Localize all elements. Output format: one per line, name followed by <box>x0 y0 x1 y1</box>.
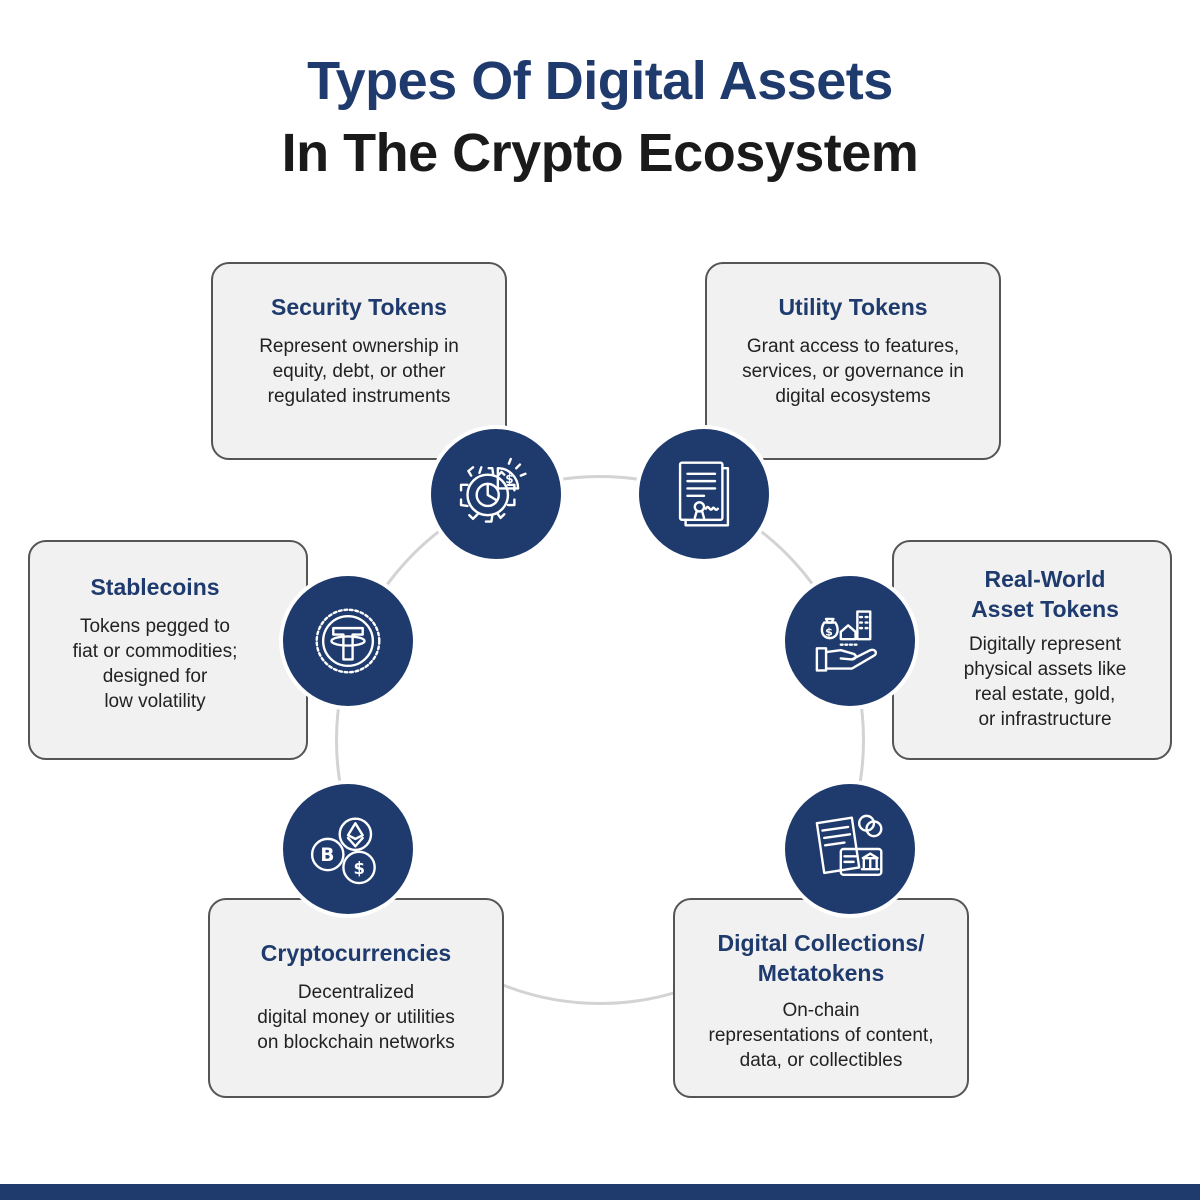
card-description: Represent ownership in equity, debt, or … <box>259 336 459 407</box>
card-description: On-chain representations of content, dat… <box>708 1000 934 1071</box>
card-description: Grant access to features, services, or g… <box>742 336 964 407</box>
card-title: Utility Tokens <box>778 294 928 320</box>
card-security-tokens: Security Tokens Represent ownership in e… <box>211 262 507 460</box>
crypto-coins-icon: B $ <box>310 817 376 885</box>
hand-property-icon: $ <box>815 610 878 672</box>
card-cryptocurrencies: Cryptocurrencies Decentralized digital m… <box>208 898 504 1098</box>
card-title: Real-World Asset Tokens <box>971 566 1119 622</box>
card-title: Cryptocurrencies <box>260 940 452 966</box>
card-real-world-asset-tokens: Real-World Asset Tokens Digitally repres… <box>892 540 1172 760</box>
svg-text:$: $ <box>354 859 366 878</box>
card-description: Decentralized digital money or utilities… <box>257 982 455 1053</box>
svg-text:$: $ <box>825 625 833 638</box>
gear-chart-dollar-icon: $ <box>459 457 527 523</box>
digital-collections-badge <box>781 780 919 918</box>
tether-coin-icon <box>315 608 381 674</box>
security-tokens-badge: $ <box>427 425 565 563</box>
signed-document-icon <box>678 461 730 527</box>
title-line-2: In The Crypto Ecosystem <box>281 123 919 183</box>
card-stablecoins: Stablecoins Tokens pegged to fiat or com… <box>28 540 308 760</box>
card-title: Digital Collections/ Metatokens <box>717 930 925 986</box>
footer-bar <box>0 1184 1200 1200</box>
cryptocurrencies-badge: B $ <box>279 780 417 918</box>
title-line-1: Types Of Digital Assets <box>307 51 893 111</box>
svg-text:B: B <box>320 845 334 866</box>
card-title: Security Tokens <box>271 294 447 320</box>
card-description: Digitally represent physical assets like… <box>963 634 1127 730</box>
card-digital-collections: Digital Collections/ Metatokens On-chain… <box>673 898 969 1098</box>
card-description: Tokens pegged to fiat or commodities; de… <box>72 616 238 712</box>
card-title: Stablecoins <box>90 574 220 600</box>
svg-text:$: $ <box>505 472 513 486</box>
documents-card-icon <box>815 814 883 876</box>
card-utility-tokens: Utility Tokens Grant access to features,… <box>705 262 1001 460</box>
real-world-asset-tokens-badge: $ <box>781 572 919 710</box>
utility-tokens-badge <box>635 425 773 563</box>
stablecoins-badge <box>279 572 417 710</box>
connector-ring <box>335 475 865 1005</box>
